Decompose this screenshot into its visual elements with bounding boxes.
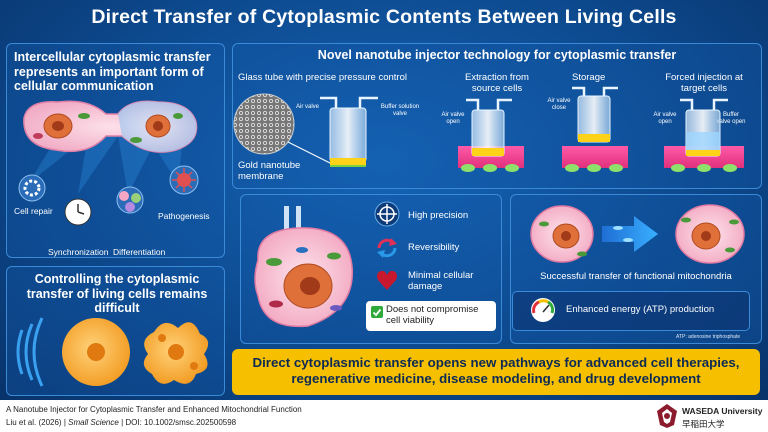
glass-tube-label: Glass tube with precise pressure control [238, 72, 407, 83]
atp-note: ATP: adenosine triphosphate [676, 334, 741, 340]
cell-injection-illustration [254, 206, 354, 328]
storage-label: Storage [572, 72, 606, 83]
left-top-panel [6, 43, 225, 258]
citation-sep-1: | [63, 418, 66, 427]
waseda-jp: 早稲田大学 [682, 419, 725, 429]
communicating-cells-illustration [18, 100, 199, 226]
extraction-label: Extraction from source cells [465, 72, 529, 94]
check-icon-box [371, 306, 383, 318]
air-valve-open-label-2: Air valve open [653, 112, 677, 125]
waseda-logo-icon [657, 404, 677, 428]
gauge-icon [531, 298, 555, 322]
air-valve-open-label-1: Air valve open [441, 112, 465, 125]
citation-authors: Liu et al. (2026) [6, 418, 62, 427]
membrane-label: Gold nanotube membrane [238, 160, 301, 182]
left-bottom-heading: Controlling the cytoplasmic transfer of … [26, 272, 208, 315]
citation-journal: Small Science [68, 418, 119, 427]
air-valve-close-label: Air valve close [547, 98, 571, 111]
high-precision-label: High precision [408, 210, 469, 221]
conclusion-banner [232, 349, 760, 395]
difficult-transfer-illustration [16, 317, 209, 387]
left-top-heading: Intercellular cytoplasmic transfer repre… [14, 50, 211, 93]
crosshair-icon [374, 201, 400, 227]
mitochondria-transfer-illustration [530, 204, 745, 264]
citation-title: A Nanotube Injector for Cytoplasmic Tran… [6, 405, 302, 414]
page-title: Direct Transfer of Cytoplasmic Contents … [91, 6, 677, 28]
minimal-damage-label: Minimal cellular damage [408, 270, 474, 292]
citation-doi[interactable]: DOI: 10.1002/smsc.202500598 [125, 418, 237, 427]
reversibility-label: Reversibility [408, 242, 460, 253]
reversibility-icon [377, 238, 397, 258]
viability-label: Does not compromise cell viability [386, 304, 479, 326]
label-cell-repair: Cell repair [14, 206, 53, 216]
label-pathogenesis: Pathogenesis [158, 211, 210, 221]
label-synchronization: Synchronization [48, 247, 109, 257]
nanotube-injector-illustration [233, 86, 744, 172]
footer [0, 400, 768, 432]
tech-heading: Novel nanotube injector technology for c… [317, 48, 677, 62]
atp-label: Enhanced energy (ATP) production [566, 304, 715, 315]
conclusion-text: Direct cytoplasmic transfer opens new pa… [252, 355, 740, 386]
forced-injection-label: Forced injection at target cells [665, 72, 743, 94]
waseda-name: WASEDA University [682, 406, 763, 416]
citation-line: Liu et al. (2026) | Small Science | DOI:… [6, 418, 236, 427]
mitochondria-transfer-label: Successful transfer of functional mitoch… [540, 271, 732, 282]
buffer-valve-open-label: Buffer valve open [716, 112, 746, 125]
heart-icon [377, 270, 397, 290]
buffer-valve-label: Buffer solution valve [380, 104, 420, 117]
air-valve-label: Air valve [296, 104, 320, 110]
label-differentiation: Differentiation [113, 247, 166, 257]
viability-box [366, 301, 496, 331]
citation-sep-2: | [121, 418, 124, 427]
